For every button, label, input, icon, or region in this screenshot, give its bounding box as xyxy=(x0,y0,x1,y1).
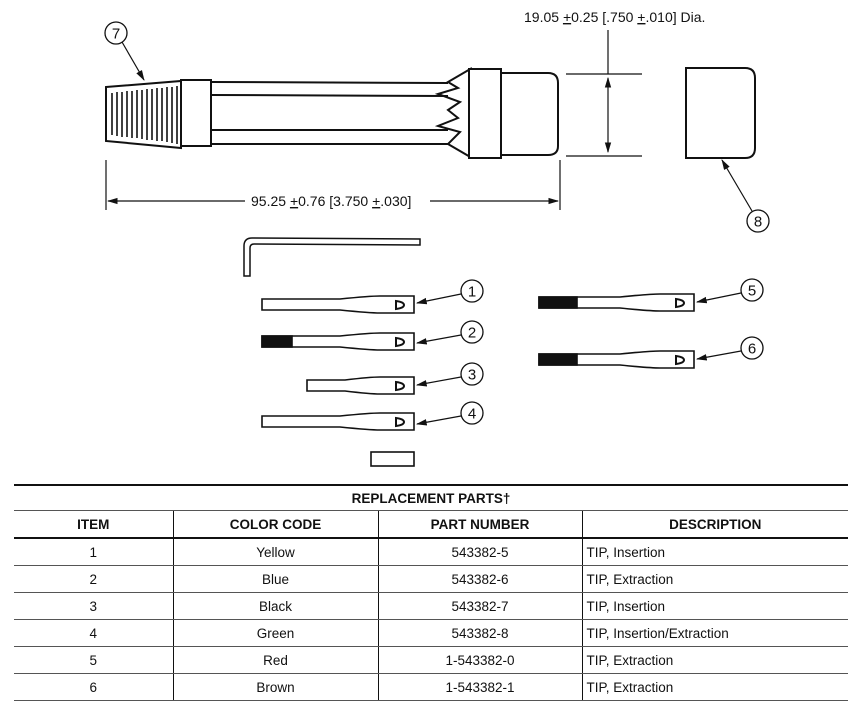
tool-handle xyxy=(105,67,559,159)
description-cell: TIP, Insertion xyxy=(581,538,848,566)
callout-5: 5 xyxy=(695,278,764,304)
svg-text:4: 4 xyxy=(468,406,476,423)
diameter-dimension-label: 19.05 +0.25 [.750 +.010] Dia. xyxy=(524,9,705,25)
callout-2: 2 xyxy=(415,320,484,345)
part-number-cell: 1-543382-1 xyxy=(377,673,582,701)
item-cell: 2 xyxy=(14,565,173,593)
diameter-dimension xyxy=(566,30,642,157)
item-cell: 1 xyxy=(14,538,173,566)
replacement-parts-table: REPLACEMENT PARTS† ITEM COLOR CODE PART … xyxy=(14,484,848,701)
description-cell: TIP, Extraction xyxy=(581,673,848,701)
description-cell: TIP, Insertion/Extraction xyxy=(581,619,848,647)
description-cell: TIP, Extraction xyxy=(581,646,848,674)
item-cell: 5 xyxy=(14,646,173,674)
header-part-number: PART NUMBER xyxy=(377,510,582,539)
svg-text:3: 3 xyxy=(468,367,476,384)
part-number-cell: 543382-8 xyxy=(377,619,582,647)
spacer-block xyxy=(370,451,415,467)
tip-1 xyxy=(261,295,415,314)
length-dimension xyxy=(105,160,561,210)
color-code-cell: Red xyxy=(172,646,378,674)
description-cell: TIP, Extraction xyxy=(581,565,848,593)
table-row: 3 Black 543382-7 TIP, Insertion xyxy=(14,592,848,620)
table-row: 5 Red 1-543382-0 TIP, Extraction xyxy=(14,646,848,674)
table-row: 2 Blue 543382-6 TIP, Extraction xyxy=(14,565,848,593)
color-code-cell: Black xyxy=(172,592,378,620)
part-number-cell: 543382-7 xyxy=(377,592,582,620)
tip-3 xyxy=(306,376,415,395)
tip-6 xyxy=(538,350,695,369)
header-item: ITEM xyxy=(14,510,173,539)
table-row: 6 Brown 1-543382-1 TIP, Extraction xyxy=(14,673,848,701)
item-cell: 4 xyxy=(14,619,173,647)
table-row: 4 Green 543382-8 TIP, Insertion/Extracti… xyxy=(14,619,848,647)
header-color-code: COLOR CODE xyxy=(172,510,378,539)
callout-1: 1 xyxy=(415,279,484,305)
callout-7: 7 xyxy=(104,21,145,81)
item-cell: 3 xyxy=(14,592,173,620)
callout-6: 6 xyxy=(695,336,764,361)
svg-text:2: 2 xyxy=(468,325,476,342)
length-dimension-label: 95.25 +0.76 [3.750 +.030] xyxy=(251,193,411,209)
table-header-row: ITEM COLOR CODE PART NUMBER DESCRIPTION xyxy=(14,510,848,539)
cap-part xyxy=(685,67,756,159)
hex-key xyxy=(243,237,421,277)
tip-4 xyxy=(261,412,415,431)
svg-text:5: 5 xyxy=(748,283,756,300)
part-number-cell: 543382-5 xyxy=(377,538,582,566)
table-title: REPLACEMENT PARTS† xyxy=(14,484,848,511)
header-description: DESCRIPTION xyxy=(581,510,848,539)
callout-8: 8 xyxy=(721,159,770,233)
color-code-cell: Blue xyxy=(172,565,378,593)
svg-text:8: 8 xyxy=(754,214,762,231)
svg-text:1: 1 xyxy=(468,284,476,301)
callout-3: 3 xyxy=(415,362,484,387)
part-number-cell: 543382-6 xyxy=(377,565,582,593)
tip-2 xyxy=(261,332,415,351)
svg-text:6: 6 xyxy=(748,341,756,358)
item-cell: 6 xyxy=(14,673,173,701)
svg-text:7: 7 xyxy=(112,26,120,43)
technical-drawing: 19.05 +0.25 [.750 +.010] Dia. 7 xyxy=(104,9,770,467)
color-code-cell: Yellow xyxy=(172,538,378,566)
table-row: 1 Yellow 543382-5 TIP, Insertion xyxy=(14,538,848,566)
color-code-cell: Brown xyxy=(172,673,378,701)
part-number-cell: 1-543382-0 xyxy=(377,646,582,674)
tip-5 xyxy=(538,293,695,312)
color-code-cell: Green xyxy=(172,619,378,647)
description-cell: TIP, Insertion xyxy=(581,592,848,620)
callout-4: 4 xyxy=(415,401,484,426)
